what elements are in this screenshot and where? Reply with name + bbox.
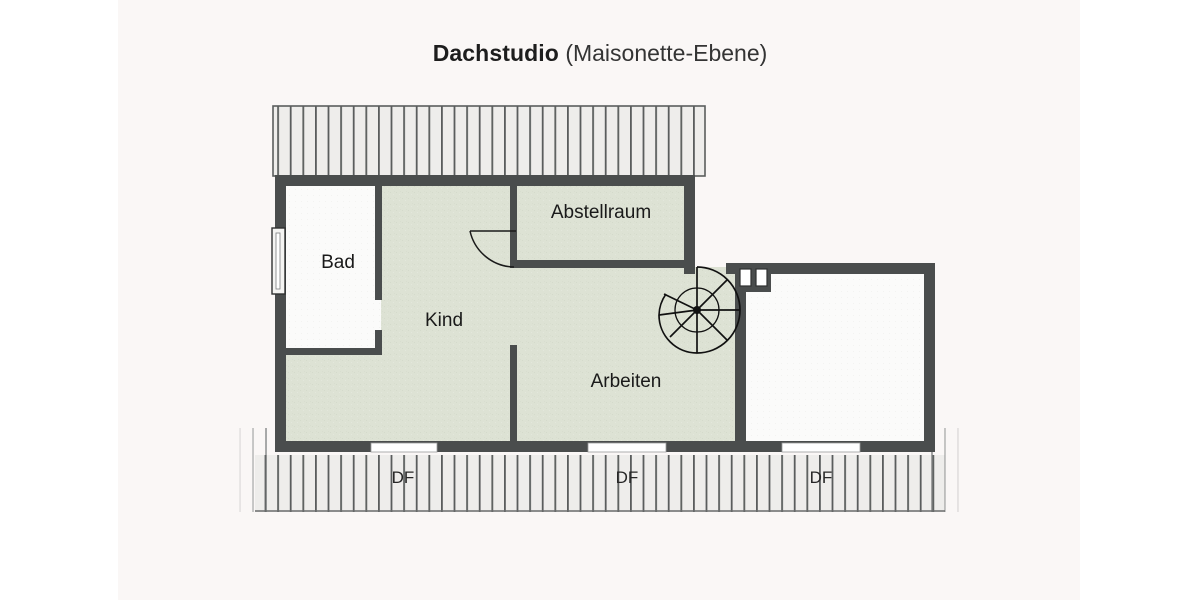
wall-bottom-main bbox=[275, 441, 735, 452]
room-fill-kind-lower bbox=[286, 351, 381, 441]
side-window bbox=[271, 227, 286, 295]
wall-top-main bbox=[275, 175, 695, 186]
room-label-kind: Kind bbox=[425, 310, 463, 331]
room-fill-arbeiten bbox=[516, 267, 735, 441]
room-fills bbox=[286, 186, 925, 441]
windows bbox=[271, 227, 861, 453]
wall-bad-kind bbox=[375, 175, 382, 300]
wall-kind-arbeiten bbox=[510, 345, 517, 445]
window-opening-middle bbox=[587, 442, 667, 453]
room-labels: Bad Kind Abstellraum Arbeiten bbox=[321, 202, 661, 392]
wall-bad-bottom bbox=[286, 348, 382, 355]
room-fill-terrasse-notch bbox=[745, 292, 925, 441]
roof-window-labels: DF DF DF bbox=[392, 468, 833, 487]
wall-annexe-right bbox=[924, 263, 935, 452]
wall-right-main bbox=[684, 175, 695, 274]
small-square-windows bbox=[739, 268, 768, 287]
room-fill-abstellraum bbox=[516, 186, 684, 267]
room-fill-kind-upper bbox=[381, 186, 516, 441]
roof-hatching-top bbox=[272, 105, 706, 177]
wall-kind-abstell bbox=[510, 175, 517, 267]
bottom-window-openings bbox=[370, 442, 861, 453]
door-swing-arc bbox=[469, 230, 516, 268]
wall-annexe-left bbox=[735, 263, 746, 452]
roof-window-label-left: DF bbox=[392, 468, 415, 487]
room-label-arbeiten: Arbeiten bbox=[591, 371, 662, 392]
wall-bad-kind-lower bbox=[375, 330, 382, 355]
roof-window-label-middle: DF bbox=[616, 468, 639, 487]
roof-window-label-right: DF bbox=[810, 468, 833, 487]
roof-hatching-bottom bbox=[239, 428, 959, 512]
room-label-abstellraum: Abstellraum bbox=[551, 202, 651, 223]
window-opening-right bbox=[781, 442, 861, 453]
spiral-staircase bbox=[658, 266, 741, 354]
room-label-bad: Bad bbox=[321, 252, 355, 273]
wall-annexe-top bbox=[726, 263, 935, 274]
room-fill-bad bbox=[286, 186, 381, 351]
wall-abstell-bottom bbox=[510, 260, 690, 268]
wall-left-main bbox=[275, 175, 286, 452]
roof-overhang-left bbox=[239, 428, 267, 512]
window-opening-left bbox=[370, 442, 438, 453]
